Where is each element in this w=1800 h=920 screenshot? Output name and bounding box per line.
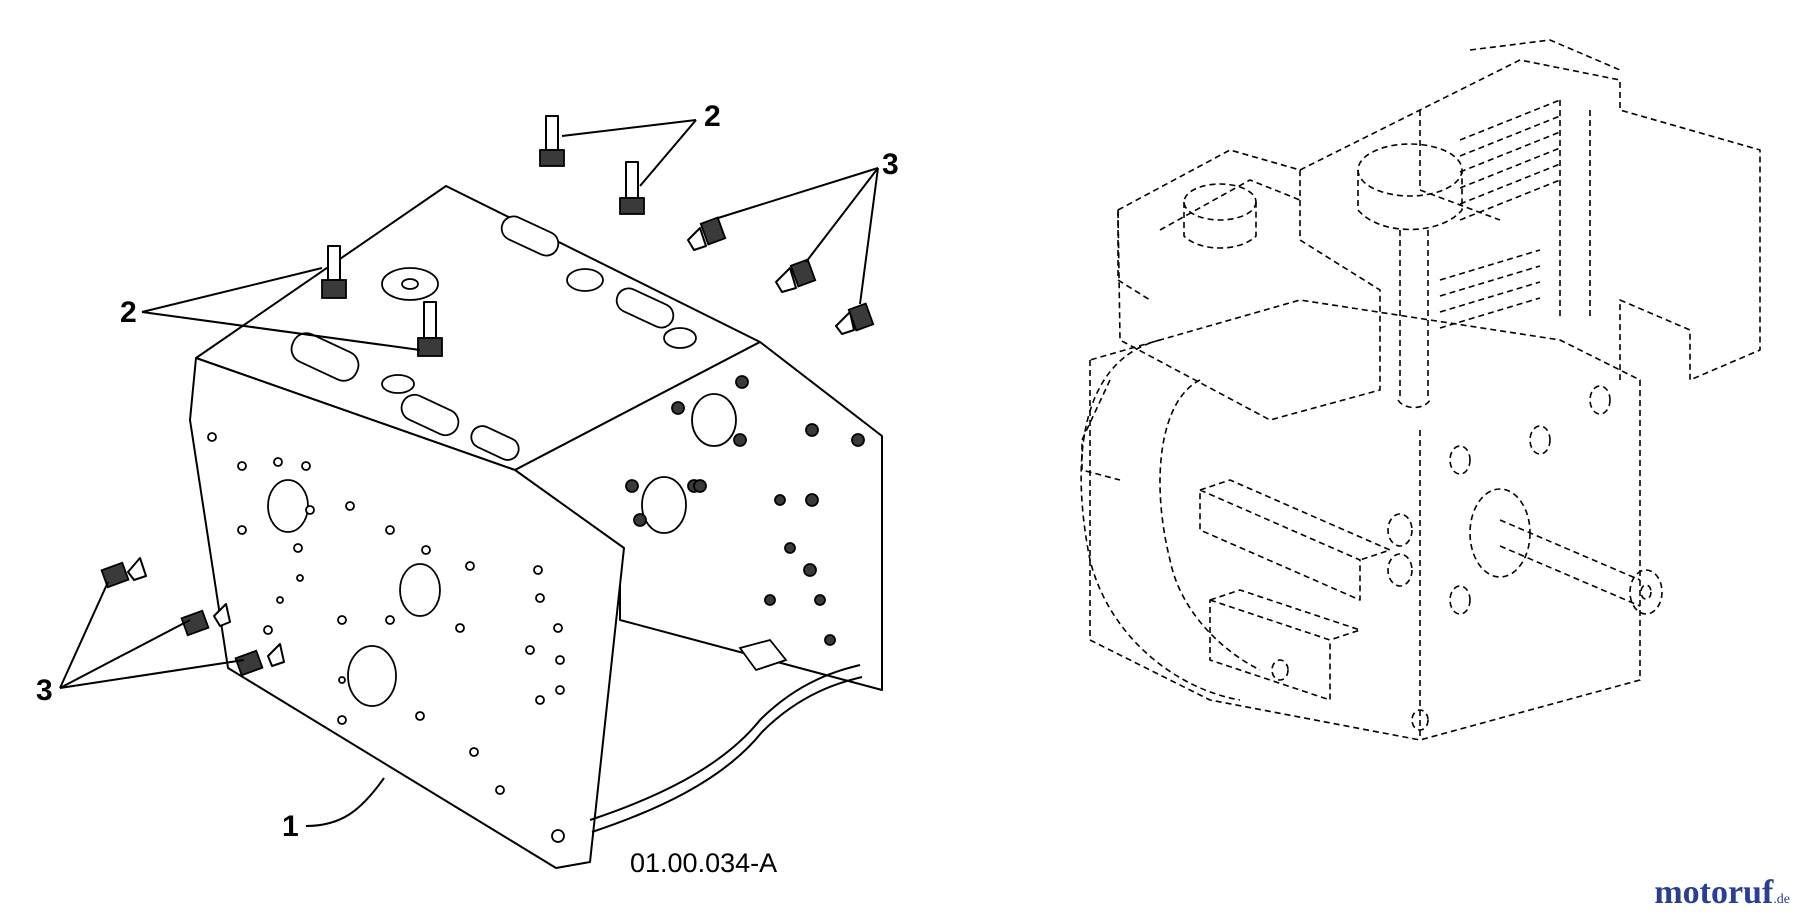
engine-reference-dashed [1080,39,1761,741]
drawing-number: 01.00.034-A [630,848,777,878]
bolt [234,643,285,677]
bolt [835,302,875,335]
leader-lines [59,119,879,827]
top-slot [400,393,460,437]
frame-housing [189,185,883,869]
top-hole [381,374,415,394]
callout-3-top: 3 [882,148,899,181]
top-hole [566,268,604,292]
front-large-hole [399,563,441,617]
screw [321,245,347,299]
right-bracket-tab [738,638,788,672]
top-hole-inner [401,278,419,290]
engine-bolt-bosses [1271,385,1611,731]
screws-part-2 [321,115,645,357]
engine-pipe [1397,230,1431,409]
engine-mount-foot [1209,589,1361,701]
bolt [180,603,231,637]
front-large-hole [267,479,309,533]
bolt [687,216,727,251]
watermark-text: motoruf [1654,874,1774,911]
callout-2-top: 2 [704,100,721,133]
right-large-hole [641,476,687,534]
top-slot [615,287,675,329]
callout-2-left: 2 [120,296,137,329]
top-slot [470,425,520,461]
callout-3-left: 3 [36,674,53,707]
bolt [775,258,817,293]
top-slot [500,215,560,257]
frame-bottom-rod-edge [591,676,863,833]
engine-fuel-tank [1117,149,1381,421]
frame-bottom-rod [589,664,861,821]
engine-crankcase [1089,299,1641,741]
top-hole [663,327,697,349]
screw [417,301,443,357]
top-slot [290,332,360,382]
front-small-holes [207,432,565,843]
screw [539,115,565,167]
front-large-hole [347,645,397,707]
engine-fuel-cap [1183,183,1257,221]
engine-shroud [1299,59,1761,381]
right-large-hole [691,393,737,447]
bolts-part-3 [100,216,875,677]
screw [619,161,645,215]
engine-air-filter [1357,143,1463,197]
engine-mount-foot [1199,479,1391,601]
bolt [100,557,147,589]
engine-output-shaft [1499,519,1641,607]
right-small-holes [625,375,865,646]
callout-1: 1 [282,810,299,843]
engine-cooling-fins [1439,99,1591,329]
engine-flywheel-housing [1080,339,1241,701]
watermark-tld: .de [1773,892,1790,907]
motoruf-watermark-logo: motoruf.de [1654,874,1790,912]
